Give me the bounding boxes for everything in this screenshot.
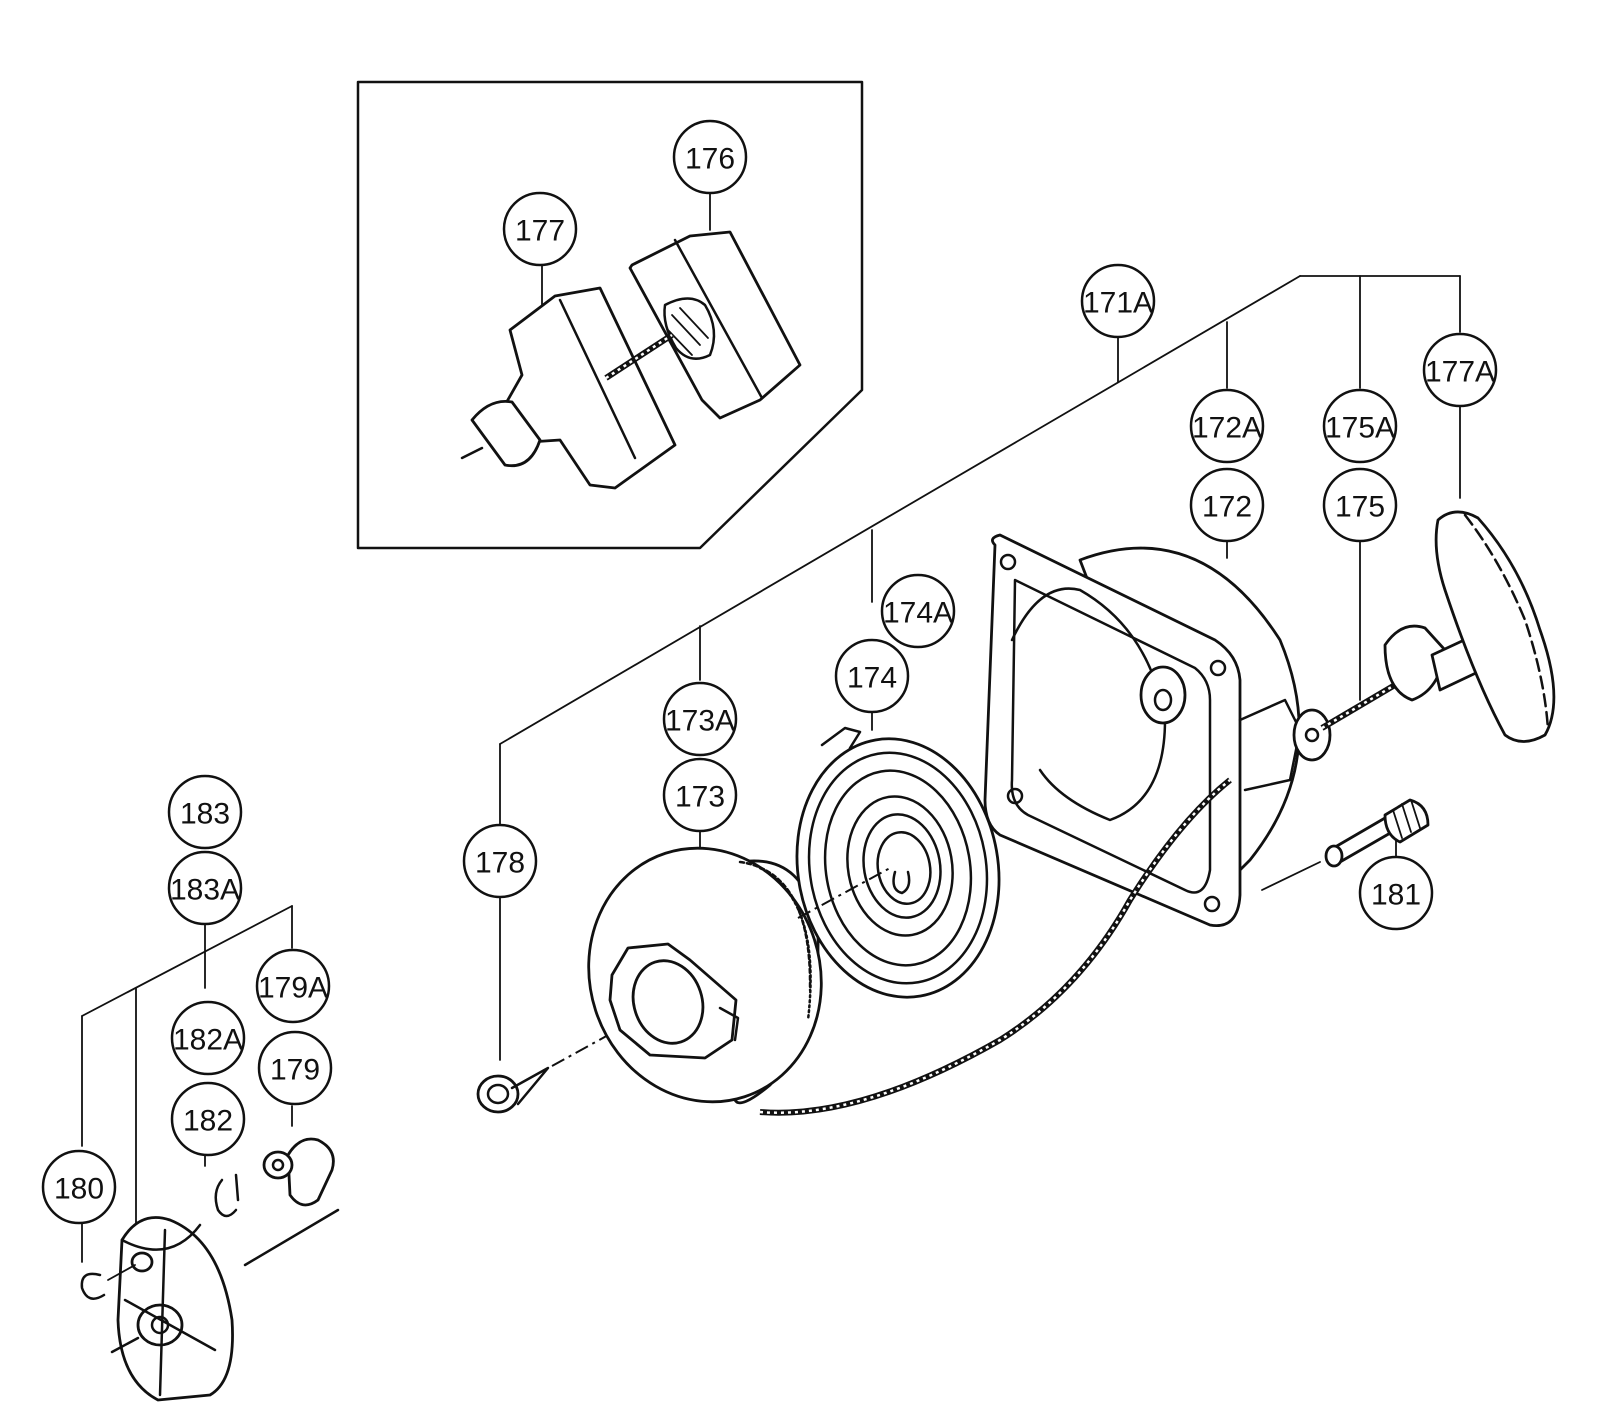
housing-172-shape (983, 533, 1332, 928)
label-177: 177 (502, 191, 578, 267)
label-180: 180 (41, 1149, 117, 1225)
assembly-leader-tree (499, 275, 1461, 1061)
label-173-text: 173 (675, 781, 725, 814)
label-179a: 179A (255, 948, 331, 1024)
label-176-text: 176 (685, 143, 735, 176)
label-178-text: 178 (475, 847, 525, 880)
label-181: 181 (1358, 855, 1434, 931)
label-180-text: 180 (54, 1173, 104, 1206)
cover-183-shape (107, 1208, 340, 1402)
label-174: 174 (834, 638, 910, 714)
label-175-text: 175 (1335, 491, 1385, 524)
clip-180-shape (80, 1272, 106, 1300)
pawl-179-shape (262, 1137, 335, 1207)
label-182: 182 (170, 1081, 246, 1157)
label-175a-text: 175A (1325, 412, 1395, 445)
handle-insert-177-shape (460, 286, 677, 490)
label-172a: 172A (1189, 388, 1265, 464)
inset-detail (356, 80, 864, 550)
label-174a-text: 174A (883, 597, 953, 630)
label-173a-text: 173A (665, 705, 735, 738)
label-173a: 173A (662, 681, 738, 757)
label-172: 172 (1189, 467, 1265, 543)
label-179a-text: 179A (258, 972, 328, 1005)
label-172a-text: 172A (1192, 412, 1262, 445)
label-177a: 177A (1422, 332, 1498, 408)
fitting-181-shape (1324, 798, 1430, 868)
inset-frame (356, 80, 864, 550)
label-183a: 183A (167, 850, 243, 926)
label-183a-text: 183A (170, 874, 240, 907)
label-176: 176 (672, 119, 748, 195)
label-177a-text: 177A (1425, 356, 1495, 389)
label-182a-text: 182A (173, 1024, 243, 1057)
pawl-leader-tree (81, 889, 293, 1263)
handle-177a-shape (1383, 510, 1556, 743)
starter-rope-shape (759, 679, 1402, 1116)
label-179-text: 179 (270, 1054, 320, 1087)
label-171a: 171A (1080, 263, 1156, 339)
handle-176-shape (628, 230, 802, 420)
label-175a: 175A (1322, 388, 1398, 464)
label-171a-text: 171A (1083, 287, 1153, 320)
label-173: 173 (662, 757, 738, 833)
label-182-text: 182 (183, 1105, 233, 1138)
spring-182-shape (214, 1173, 240, 1218)
label-174-text: 174 (847, 662, 897, 695)
pulley-173-shape (587, 846, 823, 1105)
label-174a: 174A (880, 573, 956, 649)
label-182a: 182A (170, 1000, 246, 1076)
spring-174-shape (795, 726, 1001, 999)
label-177-text: 177 (515, 215, 565, 248)
bolt-178-shape (476, 1011, 651, 1114)
label-172-text: 172 (1202, 491, 1252, 524)
label-183-text: 183 (180, 798, 230, 831)
label-175: 175 (1322, 467, 1398, 543)
label-183: 183 (167, 774, 243, 850)
label-179: 179 (257, 1030, 333, 1106)
label-178: 178 (462, 823, 538, 899)
label-181-text: 181 (1371, 879, 1421, 912)
